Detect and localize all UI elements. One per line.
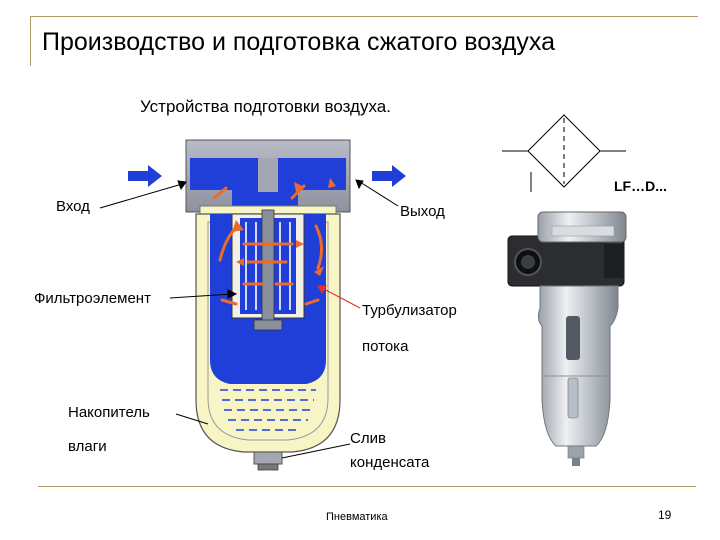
blue-arrows	[128, 165, 406, 187]
title-frame-top	[30, 16, 698, 17]
slide-subtitle: Устройства подготовки воздуха.	[140, 97, 391, 116]
label-outlet: Выход	[400, 203, 445, 220]
footer-divider	[38, 486, 696, 487]
label-filter-element: Фильтроэлемент	[34, 290, 151, 307]
label-turbulizer-line2: потока	[362, 338, 409, 355]
cap-divider	[258, 158, 278, 192]
label-drain-line2: конденсата	[350, 454, 430, 471]
label-collector-line2: влаги	[68, 438, 107, 455]
label-drain-line1: Слив	[350, 430, 386, 447]
page-number: 19	[658, 508, 672, 522]
label-inlet: Вход	[56, 198, 90, 215]
leader-lines	[99, 179, 399, 459]
slide-title: Производство и подготовка сжатого воздух…	[42, 28, 556, 56]
drain	[253, 451, 283, 465]
label-collector-line1: Накопитель	[68, 404, 150, 421]
product-image	[507, 211, 627, 466]
flow-arrows	[212, 184, 323, 306]
filter-symbol	[502, 114, 626, 192]
cross-section	[185, 139, 351, 471]
title-frame-left	[30, 16, 31, 66]
label-turbulizer-line1: Турбулизатор	[362, 302, 457, 319]
footer-text: Пневматика	[326, 511, 388, 523]
label-model: LF…D...	[614, 178, 667, 194]
